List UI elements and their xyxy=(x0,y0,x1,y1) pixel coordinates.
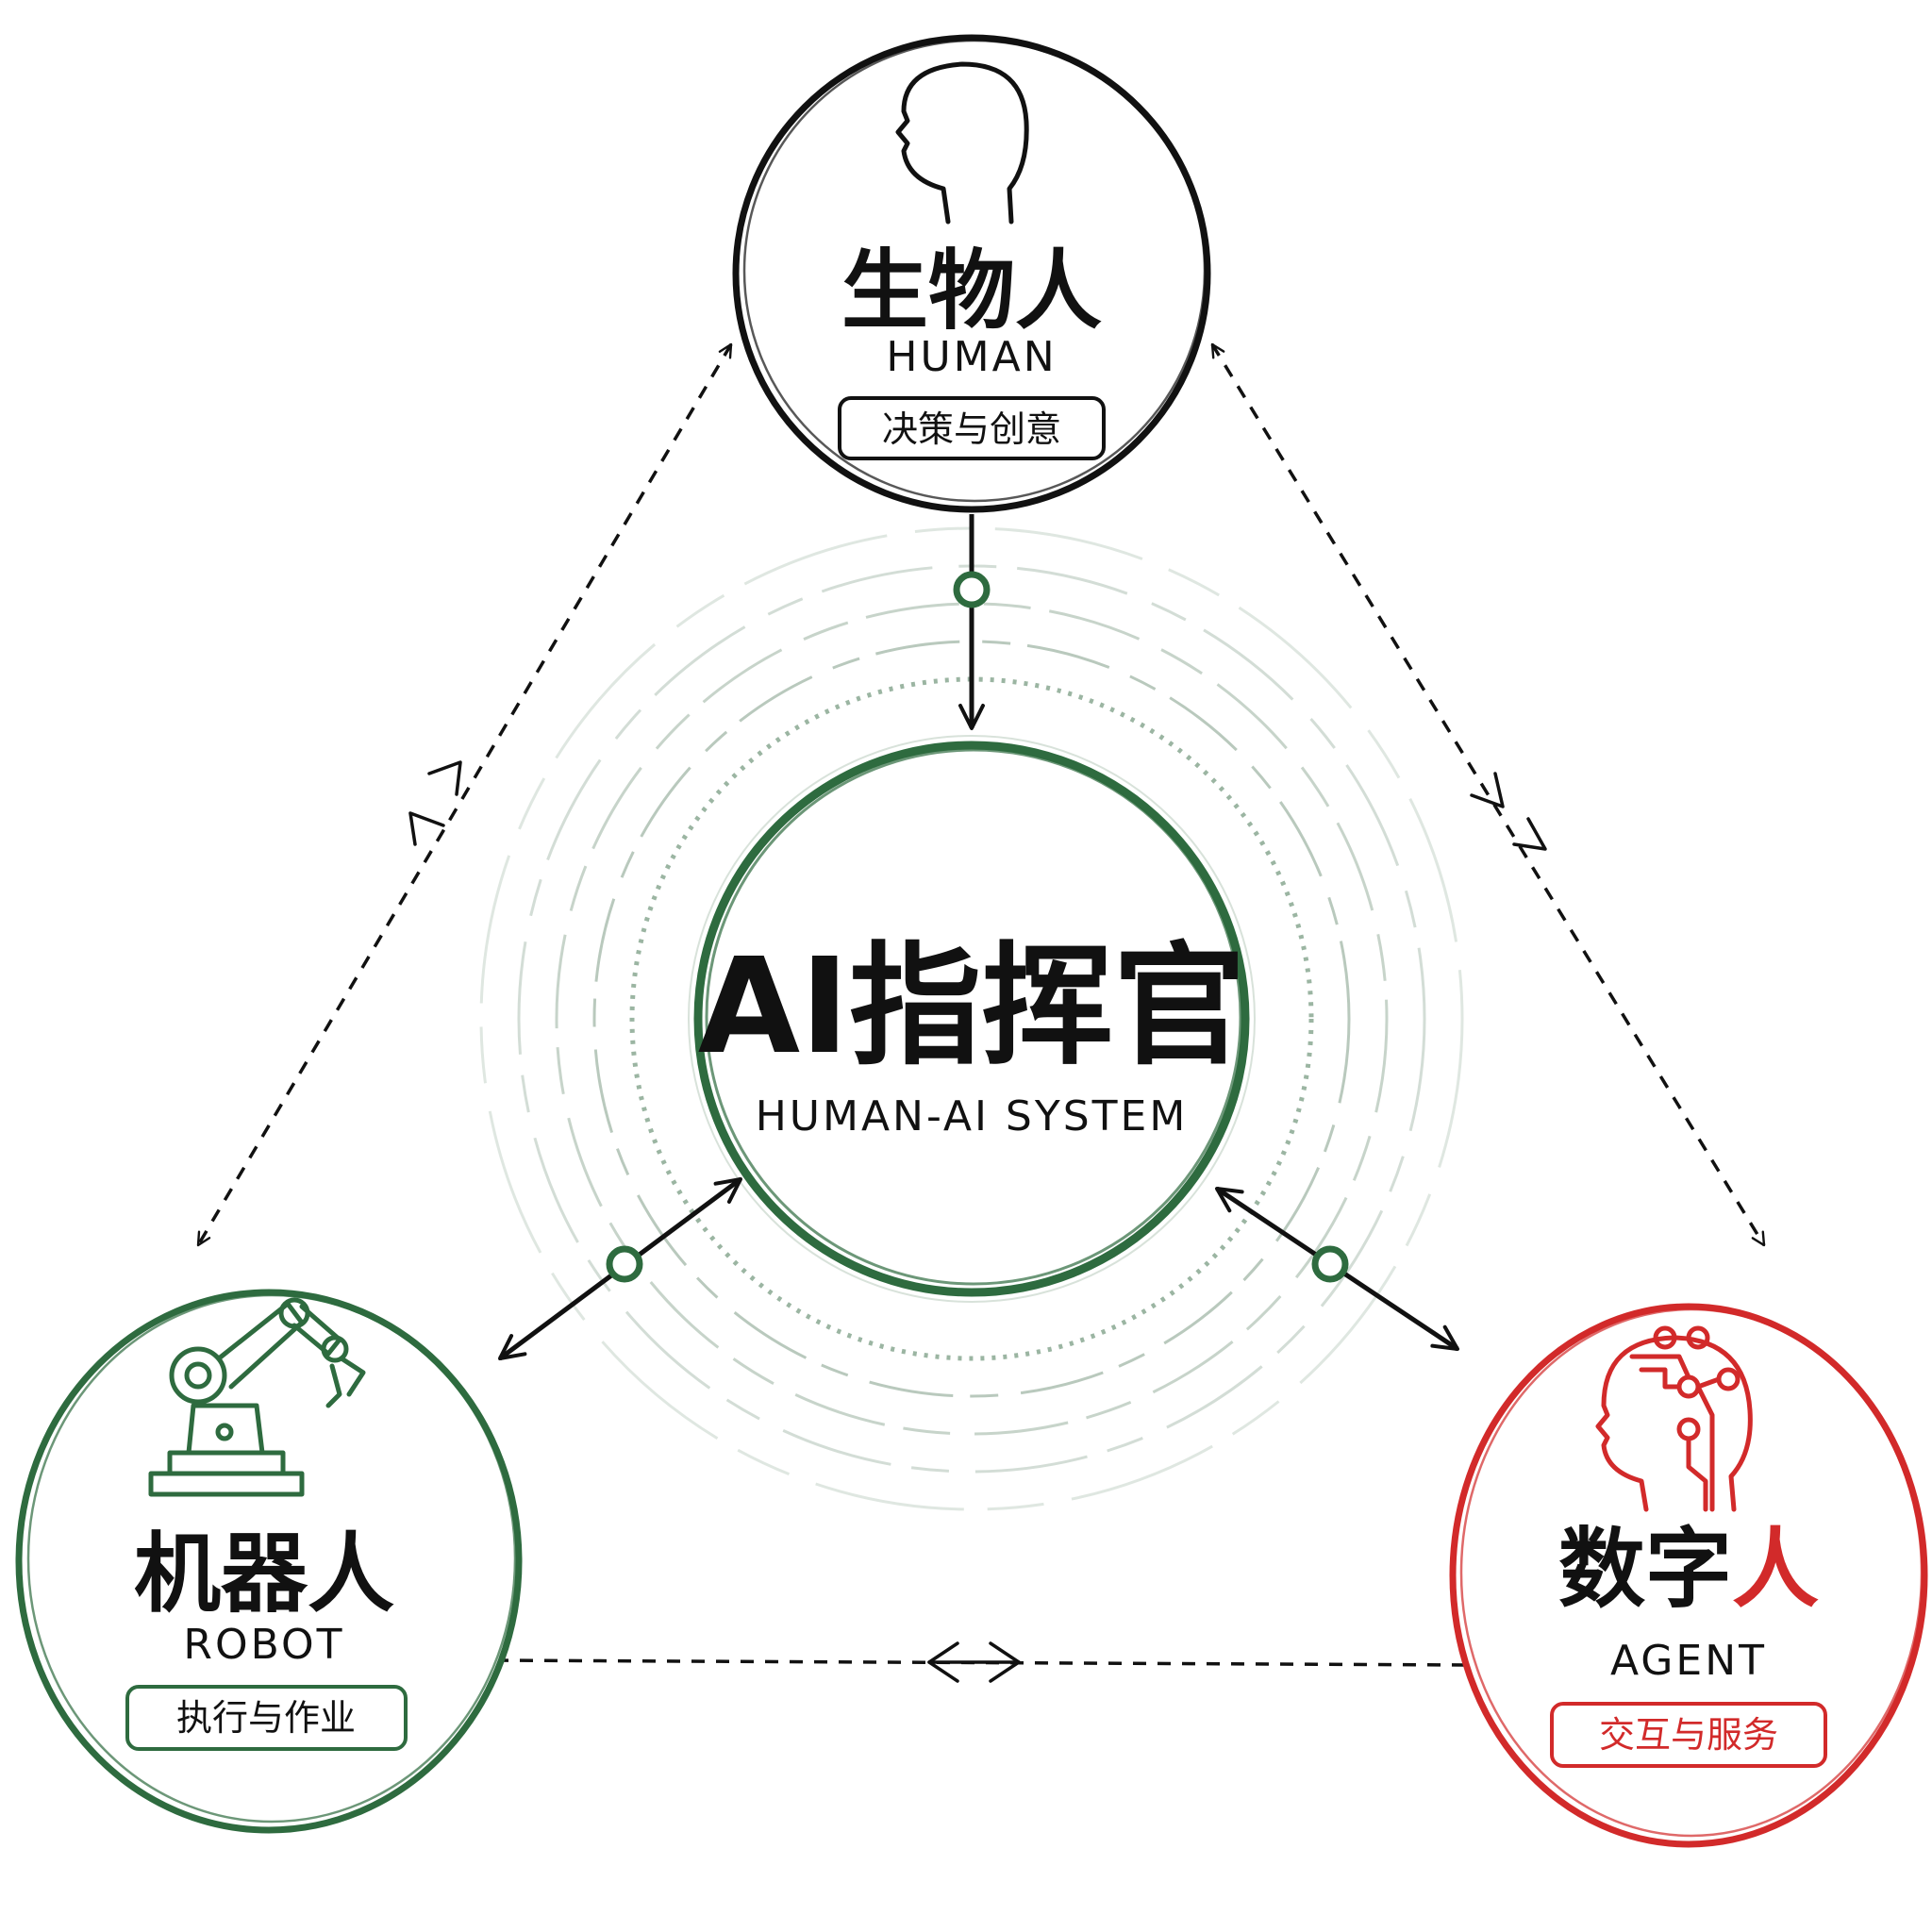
robot-node: 机器人 ROBOT 执行与作业 xyxy=(15,1289,523,1834)
agent-title-part1: 数字 xyxy=(1558,1519,1732,1620)
human-title: 生物人 xyxy=(841,241,1102,341)
agent-title-part2: 人 xyxy=(1732,1519,1819,1620)
agent-title: 数字人 xyxy=(1558,1519,1819,1620)
connector-dot-top xyxy=(953,571,991,608)
robot-subtitle: ROBOT xyxy=(183,1621,344,1669)
center-title: AI指挥官 xyxy=(698,930,1245,1084)
connector-dot-right xyxy=(1311,1245,1349,1283)
human-tag-box xyxy=(838,396,1106,460)
connector-dot-left xyxy=(606,1245,643,1283)
agent-node: 数字人 AGENT 交互与服务 xyxy=(1449,1303,1928,1848)
robot-tag: 执行与作业 xyxy=(176,1697,356,1739)
robot-title: 机器人 xyxy=(134,1524,394,1624)
center-node: AI指挥官 HUMAN-AI SYSTEM xyxy=(693,741,1250,1297)
digital-head-icon xyxy=(1595,1325,1753,1512)
human-subtitle: HUMAN xyxy=(886,333,1057,381)
agent-subtitle: AGENT xyxy=(1610,1637,1767,1685)
connector-dots xyxy=(606,571,1349,1283)
connection-robot-agent xyxy=(494,1658,1468,1667)
human-node: 生物人 HUMAN 决策与创意 xyxy=(732,34,1211,513)
human-head-icon xyxy=(895,61,1029,225)
agent-tag-box xyxy=(1550,1702,1827,1768)
connection-human-robot xyxy=(196,342,733,1247)
center-subtitle: HUMAN-AI SYSTEM xyxy=(756,1092,1189,1141)
robot-arm-icon xyxy=(148,1297,366,1497)
mid-arrows xyxy=(408,760,1547,1683)
connection-human-agent xyxy=(1210,342,1766,1247)
human-tag: 决策与创意 xyxy=(882,408,1061,450)
outer-connections xyxy=(196,342,1766,1667)
robot-tag-box xyxy=(125,1685,408,1751)
agent-tag: 交互与服务 xyxy=(1599,1714,1778,1756)
